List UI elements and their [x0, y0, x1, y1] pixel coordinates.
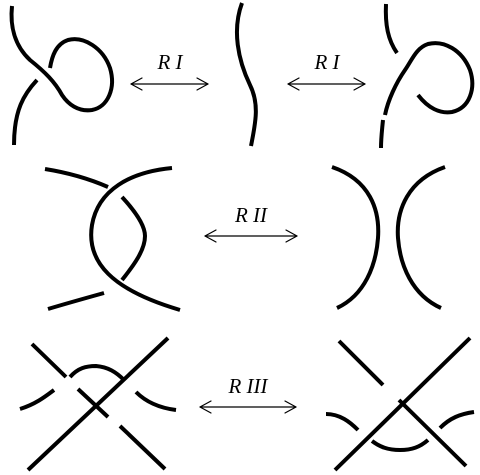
- r3-left-strand-a: [26, 336, 170, 472]
- r1-left-label: R I: [156, 50, 183, 74]
- r3-arrow: R III: [199, 374, 297, 414]
- r2-label: R II: [234, 203, 268, 227]
- r3-left-strand-c-left: [19, 388, 56, 411]
- r1-right-under-strand: [383, 3, 399, 55]
- r2-right-diagram: [331, 165, 446, 310]
- r3-label: R III: [227, 374, 268, 398]
- r3-right-strand-c-right: [438, 410, 475, 430]
- r3-right-diagram: [325, 336, 475, 472]
- r3-left-strand-b-bottom: [118, 424, 167, 471]
- r2-left-over-strand: [89, 166, 181, 312]
- r1-left-arrow: R I: [130, 50, 209, 91]
- r1-right-lower-leg: [379, 119, 385, 149]
- r3-left-diagram: [19, 336, 177, 472]
- r3-left-strand-c-mid: [68, 364, 126, 382]
- r3-right-strand-b-top: [337, 339, 385, 387]
- r1-right-arrow: R I: [287, 50, 366, 91]
- r2-right-left-arc: [331, 165, 381, 310]
- r2-left-diagram: [44, 166, 181, 312]
- r3-right-strand-b-bottom: [397, 398, 468, 468]
- r3-left-strand-b-mid: [76, 387, 110, 419]
- r1-left-diagram: [9, 5, 114, 146]
- r3-left-strand-b-top: [30, 342, 68, 379]
- r2-left-middle-under: [120, 195, 147, 282]
- r3-left-strand-c-right: [134, 390, 177, 412]
- r2-left-top-under: [44, 167, 109, 189]
- r1-right-diagram: [379, 3, 475, 149]
- r1-right-over-strand: [383, 41, 475, 116]
- r1-right-label: R I: [313, 50, 340, 74]
- r2-left-bottom-under: [47, 291, 105, 311]
- r3-right-strand-c-left: [325, 412, 360, 432]
- r1-straight-strand: [235, 2, 258, 147]
- r1-left-over-strand: [9, 5, 114, 113]
- r3-right-strand-c-mid: [370, 438, 430, 452]
- r2-arrow: R II: [204, 203, 298, 243]
- r2-right-right-arc: [395, 165, 446, 310]
- r1-left-under-strand: [12, 78, 39, 146]
